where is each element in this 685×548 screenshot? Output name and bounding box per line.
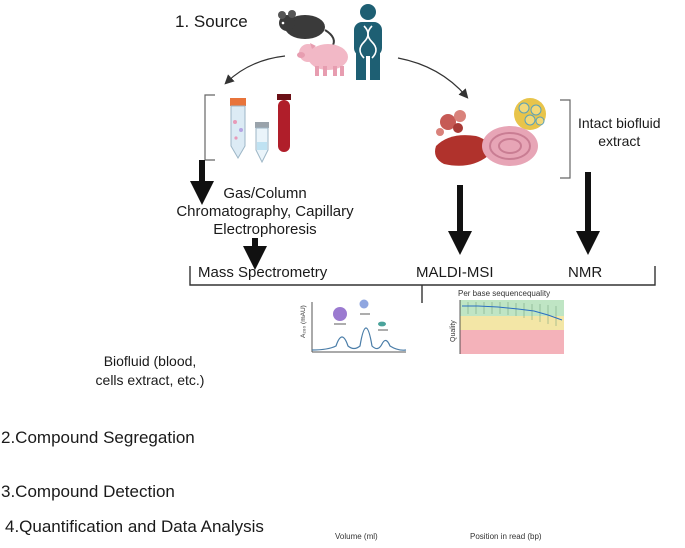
mass-spec-label: Mass Spectrometry bbox=[198, 264, 328, 281]
gc-line1: Gas/Column bbox=[223, 185, 307, 202]
step-source-label: 1. Source bbox=[175, 12, 248, 31]
chromatogram-trace bbox=[311, 327, 407, 351]
sample-tubes-illustration bbox=[230, 94, 291, 164]
tissue-illustration bbox=[435, 98, 546, 166]
arrow-to-biofluid bbox=[224, 55, 286, 85]
quality-plot-title: Per base sequencequality bbox=[458, 289, 551, 298]
bracket-tubes bbox=[204, 94, 215, 161]
nmr-label: NMR bbox=[568, 264, 603, 281]
quality-plot: Quality bbox=[450, 300, 564, 354]
gc-line2: Chromatography, Capillary bbox=[176, 203, 354, 220]
pink-tissue-icon bbox=[482, 126, 538, 166]
gas-column-label: Gas/Column Chromatography, Capillary Ele… bbox=[155, 185, 375, 239]
pig-icon bbox=[297, 43, 348, 76]
intact-biofluid-label: Intact biofluid extract bbox=[578, 114, 661, 150]
step-segregation-label: 2.Compound Segregation bbox=[1, 428, 195, 447]
source-organisms-illustration bbox=[278, 4, 382, 80]
biofluid-line2: cells extract, etc.) bbox=[95, 372, 205, 388]
biofluid-label: Biofluid (blood, cells extract, etc.) bbox=[70, 352, 230, 390]
biofluid-line1: Biofluid (blood, bbox=[103, 353, 197, 369]
bracket-tissues bbox=[560, 99, 571, 179]
intact-line1: Intact biofluid bbox=[578, 115, 661, 131]
chromatogram-ylabel: A₂₈₀ (mAU) bbox=[300, 305, 307, 338]
step-detection-label: 3.Compound Detection bbox=[1, 482, 175, 501]
chromatogram-xlabel: Volume (ml) bbox=[335, 532, 378, 541]
red-tissue-icon bbox=[435, 135, 489, 166]
protein-blob-icon bbox=[333, 299, 386, 327]
mouse-icon bbox=[278, 10, 335, 48]
human-dna-icon bbox=[354, 4, 382, 80]
quality-trace bbox=[462, 305, 563, 321]
conical-tube-icon bbox=[230, 98, 246, 159]
chromatogram-plot: A₂₈₀ (mAU) bbox=[300, 299, 407, 353]
step-quantification-label: 4.Quantification and Data Analysis bbox=[5, 517, 264, 536]
cell-cluster-icon bbox=[436, 110, 466, 136]
quality-ylabel: Quality bbox=[450, 320, 457, 342]
blood-tube-icon bbox=[277, 94, 291, 152]
small-tube-icon bbox=[255, 122, 269, 164]
yellow-tissue-icon bbox=[514, 98, 546, 130]
intact-line2: extract bbox=[598, 133, 641, 149]
maldi-label: MALDI-MSI bbox=[416, 264, 494, 281]
quality-xlabel: Position in read (bp) bbox=[470, 532, 542, 541]
arrow-to-tissue bbox=[397, 57, 469, 99]
gc-line3: Electrophoresis bbox=[213, 221, 317, 238]
